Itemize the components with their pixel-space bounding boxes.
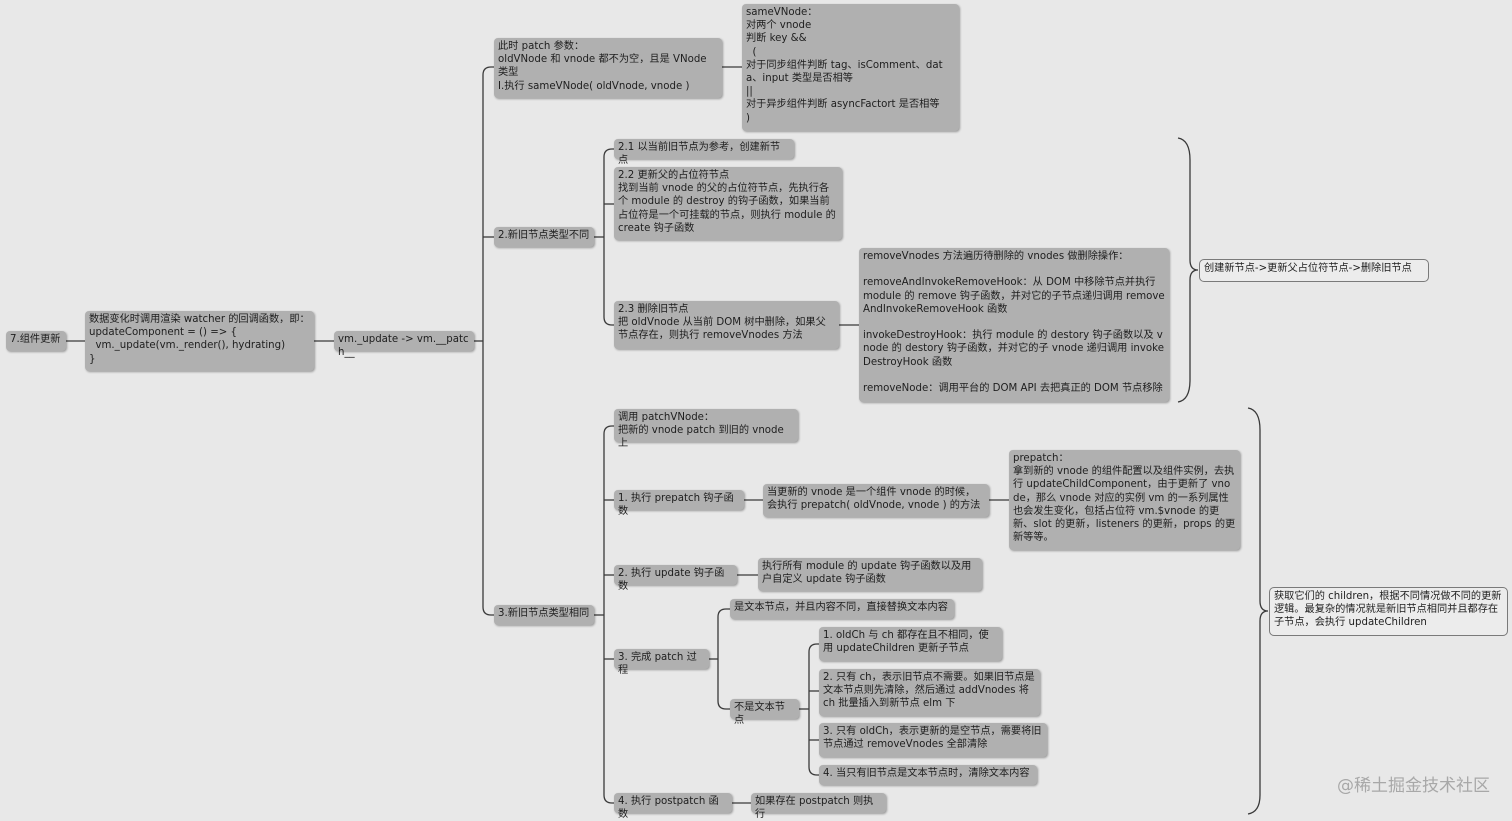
remove-vnodes-node[interactable]: removeVnodes 方法遍历待删除的 vnodes 做删除操作： remo… (859, 248, 1169, 402)
text-node-branch[interactable]: 是文本节点，并且内容不同，直接替换文本内容 (730, 599, 954, 619)
summary-step2[interactable]: 创建新节点->更新父占位符节点->删除旧节点 (1199, 259, 1429, 282)
summary-step3[interactable]: 获取它们的 children，根据不同情况做不同的更新逻辑。最复杂的情况就是新旧… (1269, 587, 1508, 636)
update-hook-node[interactable]: 2. 执行 update 钩子函数 (614, 565, 737, 592)
children-case-2[interactable]: 2. 只有 ch，表示旧节点不需要。如果旧节点是文本节点则先清除，然后通过 ad… (819, 669, 1040, 716)
patch-vnode-node[interactable]: 调用 patchVNode： 把新的 vnode patch 到旧的 vnode… (614, 409, 798, 449)
vm-update-node[interactable]: vm._update -> vm.__patch__ (334, 331, 474, 358)
step2-1-node[interactable]: 2.1 以当前旧节点为参考，创建新节点 (614, 139, 794, 166)
root-node[interactable]: 7.组件更新 (6, 331, 66, 351)
postpatch-node[interactable]: 4. 执行 postpatch 函数 (614, 793, 732, 820)
children-case-1[interactable]: 1. oldCh 与 ch 都存在且不相同，使用 updateChildren … (819, 627, 1002, 661)
step2-2-node[interactable]: 2.2 更新父的占位符节点 找到当前 vnode 的父的占位符节点，先执行各个 … (614, 167, 842, 240)
postpatch-desc-node[interactable]: 如果存在 postpatch 则执行 (751, 793, 886, 820)
step2-node[interactable]: 2.新旧节点类型不同 (494, 227, 594, 247)
prepatch-detail-node[interactable]: prepatch： 拿到新的 vnode 的组件配置以及组件实例，去执行 upd… (1009, 450, 1240, 550)
watcher-node[interactable]: 数据变化时调用渲染 watcher 的回调函数，即： updateCompone… (85, 311, 314, 371)
finish-patch-node[interactable]: 3. 完成 patch 过程 (614, 649, 709, 676)
step1-node[interactable]: 此时 patch 参数： oldVNode 和 vnode 都不为空，且是 VN… (494, 38, 722, 98)
children-case-3[interactable]: 3. 只有 oldCh，表示更新的是空节点，需要将旧节点通过 removeVno… (819, 723, 1047, 757)
children-case-4[interactable]: 4. 当只有旧节点是文本节点时，清除文本内容 (819, 765, 1037, 785)
update-hook-desc-node[interactable]: 执行所有 module 的 update 钩子函数以及用户自定义 update … (758, 558, 982, 591)
prepatch-desc-node[interactable]: 当更新的 vnode 是一个组件 vnode 的时候，会执行 prepatch(… (763, 484, 989, 517)
prepatch-hook-node[interactable]: 1. 执行 prepatch 钩子函数 (614, 490, 744, 517)
step2-3-node[interactable]: 2.3 删除旧节点 把 oldVnode 从当前 DOM 树中删除，如果父节点存… (614, 301, 839, 349)
watermark: @稀土掘金技术社区 (1337, 776, 1490, 796)
same-vnode-node[interactable]: sameVNode： 对两个 vnode 判断 key && ( 对于同步组件判… (742, 4, 959, 131)
not-text-node-branch[interactable]: 不是文本节点 (730, 699, 799, 726)
step3-node[interactable]: 3.新旧节点类型相同 (494, 605, 594, 625)
